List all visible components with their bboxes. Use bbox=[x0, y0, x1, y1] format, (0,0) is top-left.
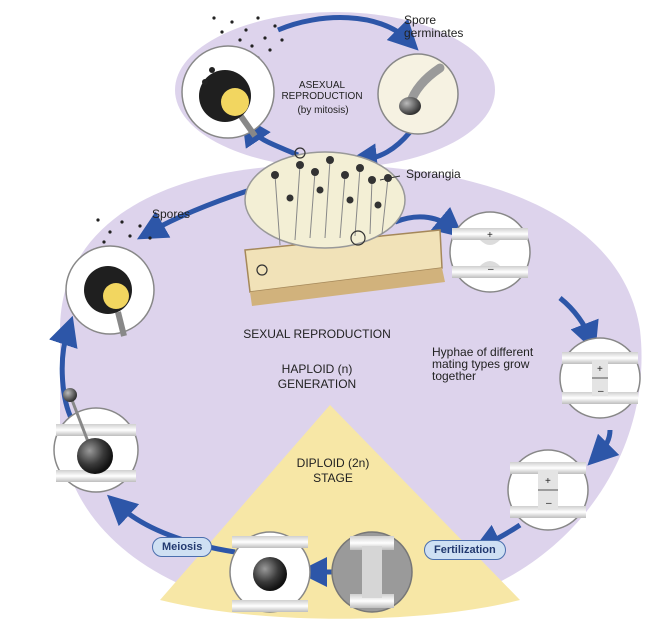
diploid-stage-label: DIPLOID (2n) STAGE bbox=[296, 456, 370, 485]
sporangia-label: Sporangia bbox=[406, 167, 461, 181]
hyphae-fuse bbox=[507, 449, 589, 531]
germinating-spore bbox=[377, 53, 459, 135]
sporangium-release-left bbox=[65, 218, 155, 337]
spore-cloud-top bbox=[212, 16, 284, 60]
hyphae-approach bbox=[449, 211, 531, 293]
sporangium-release-top bbox=[181, 45, 275, 139]
fertilization-label: Fertilization bbox=[424, 540, 506, 560]
arrow-spores-from-sporangia bbox=[136, 187, 251, 240]
mating-type-marks: + – + – + – bbox=[487, 230, 604, 509]
svg-text:+: + bbox=[597, 364, 603, 375]
spores-label: Spores bbox=[152, 207, 191, 221]
zygosporangium bbox=[229, 531, 311, 613]
asexual-reproduction-label: ASEXUAL REPRODUCTION bbox=[281, 80, 363, 102]
arrow-to-meiosis-germ bbox=[106, 494, 236, 555]
meiosis-label: Meiosis bbox=[152, 537, 213, 557]
arrow-to-germination bbox=[277, 15, 419, 51]
svg-text:–: – bbox=[546, 498, 552, 509]
arrow-hyphae-fuse bbox=[587, 429, 620, 466]
haploid-generation-label: HAPLOID (n) GENERATION bbox=[277, 362, 357, 391]
hyphae-caption: Hyphae of different mating types grow to… bbox=[432, 345, 534, 383]
svg-text:–: – bbox=[598, 386, 604, 397]
bread-with-sporangia bbox=[244, 147, 445, 306]
arrow-up-to-spores bbox=[49, 315, 78, 422]
fertilization-stage bbox=[331, 531, 413, 613]
sexual-reproduction-label: SEXUAL REPRODUCTION bbox=[243, 327, 391, 341]
hyphae-grow-together bbox=[559, 337, 641, 419]
by-mitosis-label: (by mitosis) bbox=[297, 105, 349, 116]
svg-text:+: + bbox=[545, 476, 551, 487]
spore-germinates-label: Spore germinates bbox=[404, 13, 464, 40]
arrow-hyphae-approach bbox=[558, 296, 599, 352]
arrow-to-hyphae bbox=[394, 206, 464, 238]
svg-text:+: + bbox=[487, 230, 493, 241]
svg-text:–: – bbox=[488, 264, 494, 275]
zygospore-germinates bbox=[53, 388, 139, 493]
